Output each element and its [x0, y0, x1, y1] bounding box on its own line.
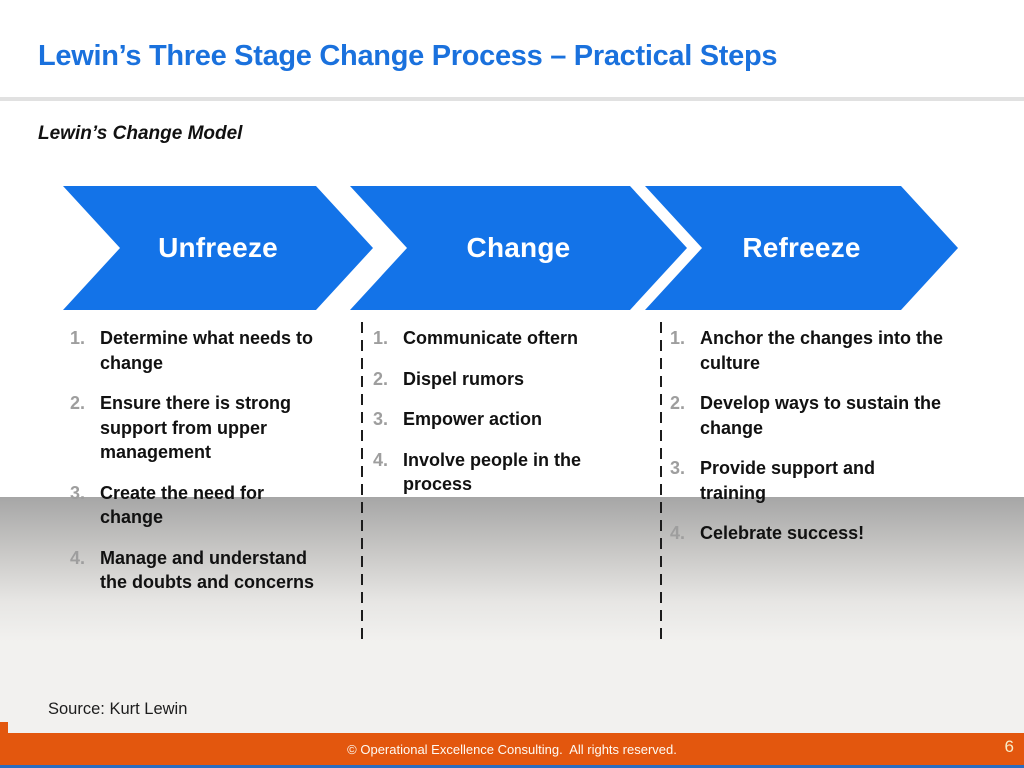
step-text: Dispel rumors: [403, 368, 525, 389]
step-text: Communicate oftern: [403, 328, 579, 348]
gradient-background: [0, 497, 1024, 768]
dashed-divider-left: [361, 322, 363, 640]
step-number: 3.: [670, 458, 686, 478]
list-item: 2. Ensure there is strong support from up…: [70, 391, 338, 465]
step-number: 4.: [670, 523, 686, 543]
list-item: 4. Involve people in the process: [373, 448, 625, 497]
step-number: 2.: [70, 393, 86, 413]
step-number: 1.: [670, 328, 686, 348]
step-text: Provide support and training: [700, 458, 876, 503]
list-item: 4. Celebrate success!: [670, 521, 954, 546]
list-item: 3. Create the need for change: [70, 481, 338, 530]
step-text: Manage and understand the doubts and con…: [100, 547, 315, 593]
change-step-list: 1. Communicate oftern 2. Dispel rumors 3. Emp…: [373, 326, 625, 513]
step-text: Empower action: [403, 409, 543, 429]
list-item: 1. Anchor the changes into the culture: [670, 326, 954, 375]
step-text: Anchor the changes into the culture: [700, 328, 944, 373]
step-text: Create the need for change: [100, 482, 265, 528]
step-number: 1.: [373, 328, 389, 348]
step-text: Develop ways to sustain the change: [700, 393, 942, 438]
arrow-change: Change: [350, 186, 687, 310]
footer-bottom-line: [0, 765, 1024, 768]
source-note: Source: Kurt Lewin: [48, 700, 188, 718]
arrow-label: Refreeze: [742, 232, 861, 263]
list-item: 3. Empower action: [373, 407, 625, 432]
step-text: Involve people in the process: [403, 449, 582, 495]
list-item: 1. Communicate oftern: [373, 326, 625, 351]
list-item: 3. Provide support and training: [670, 456, 954, 505]
step-number: 4.: [373, 449, 389, 470]
step-number: 3.: [373, 409, 389, 429]
step-number: 3.: [70, 482, 86, 503]
arrow-label: Unfreeze: [158, 232, 278, 263]
footer-copyright: © Operational Excellence Consulting. All…: [347, 741, 677, 757]
step-text: Ensure there is strong support from uppe…: [100, 393, 292, 462]
refreeze-step-list: 1. Anchor the changes into the culture 2. D…: [670, 326, 954, 562]
subtitle: Lewin’s Change Model: [38, 123, 243, 144]
arrow-refreeze: Refreeze: [645, 186, 958, 310]
step-number: 2.: [373, 368, 389, 389]
arrow-label: Change: [466, 232, 571, 263]
page-title: Lewin’s Three Stage Change Process – Pra…: [38, 40, 778, 72]
step-number: 1.: [70, 328, 86, 348]
page-number: 6: [1004, 737, 1014, 756]
list-item: 4. Manage and understand the doubts and c…: [70, 546, 338, 595]
footer-left-tab: [0, 722, 8, 734]
dashed-divider-right: [660, 322, 662, 640]
step-number: 2.: [670, 393, 686, 413]
title-divider: [0, 97, 1024, 101]
unfreeze-step-list: 1. Determine what needs to change 2. Ensure…: [70, 326, 338, 611]
footer-bar: © Operational Excellence Consulting. All…: [0, 733, 1024, 765]
list-item: 1. Determine what needs to change: [70, 326, 338, 375]
step-number: 4.: [70, 547, 86, 568]
list-item: 2. Dispel rumors: [373, 367, 625, 392]
step-text: Celebrate success!: [700, 523, 865, 543]
list-item: 2. Develop ways to sustain the change: [670, 391, 954, 440]
step-text: Determine what needs to change: [100, 328, 314, 373]
arrow-unfreeze: Unfreeze: [63, 186, 373, 310]
